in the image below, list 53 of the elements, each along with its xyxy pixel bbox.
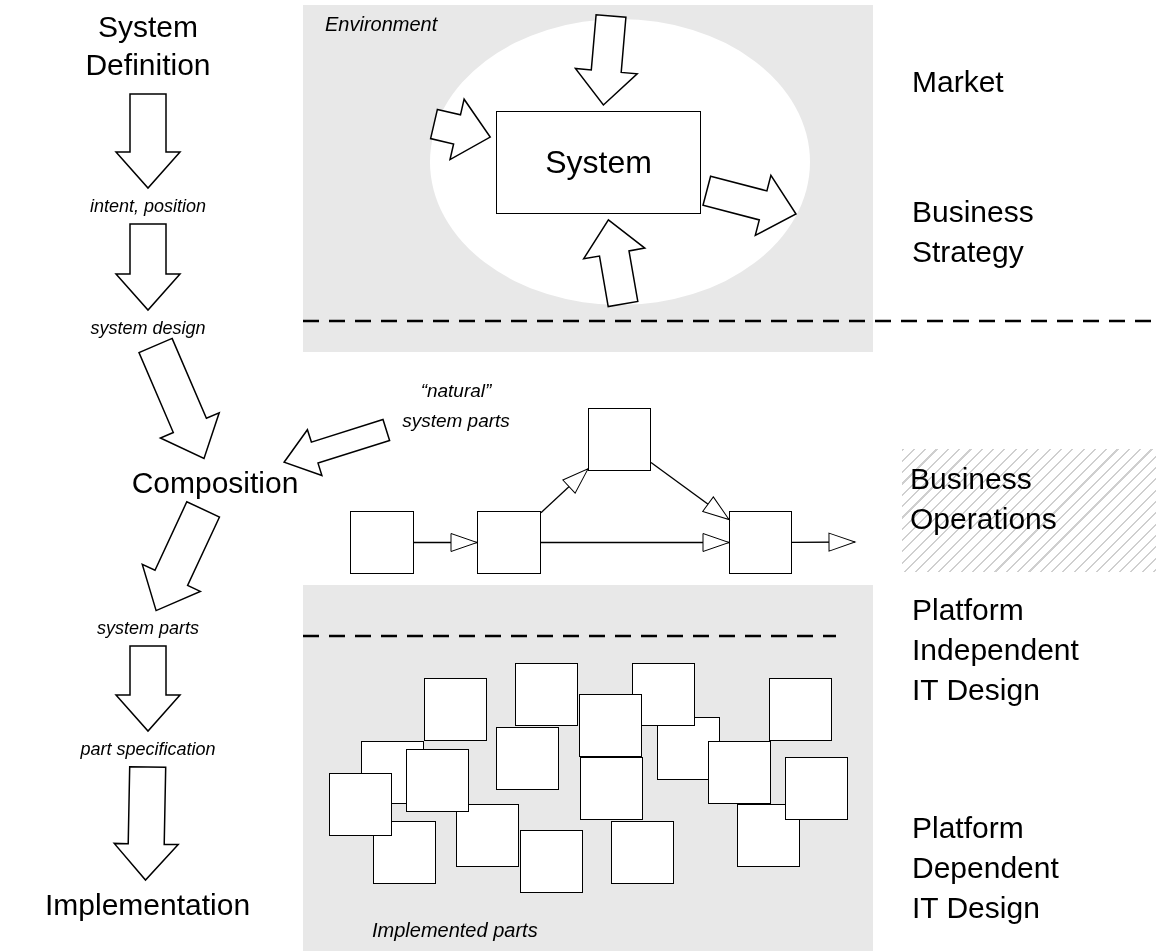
layer-label: Platform Independent IT Design — [912, 592, 1080, 708]
block-arrow — [573, 13, 639, 107]
part-box — [373, 821, 436, 884]
annotation-label: “natural” system parts — [392, 376, 520, 440]
part-box — [456, 804, 519, 867]
stage-label: System Definition — [58, 8, 238, 88]
block-arrow — [582, 218, 647, 308]
part-box — [611, 821, 674, 884]
part-box — [708, 741, 771, 804]
block-arrow — [114, 93, 182, 190]
arrow — [540, 533, 730, 552]
arrow — [540, 468, 589, 514]
implementation-panel — [303, 585, 873, 951]
block-arrow — [429, 97, 492, 162]
part-box — [424, 678, 487, 741]
part-box — [350, 511, 414, 574]
block-arrow — [138, 337, 221, 460]
part-box — [580, 757, 643, 820]
part-box — [477, 511, 541, 574]
block-arrow — [702, 173, 798, 237]
part-box — [769, 678, 832, 741]
layer-label: Platform Dependent IT Design — [912, 810, 1060, 926]
arrow — [791, 532, 856, 552]
layer-label: Business Operations — [910, 461, 1058, 537]
environment-panel — [303, 5, 873, 352]
stage-label: Composition — [125, 464, 305, 504]
part-box — [496, 727, 559, 790]
part-box — [329, 773, 392, 836]
part-box — [520, 830, 583, 893]
transition-label: system design — [85, 316, 211, 340]
block-arrow — [112, 765, 180, 882]
block-arrow — [282, 418, 391, 477]
panel-title: Implemented parts — [372, 919, 538, 942]
part-box — [729, 511, 792, 574]
part-box — [632, 663, 695, 726]
part-box — [588, 408, 651, 471]
part-box — [515, 663, 578, 726]
layer-label: Business Strategy — [912, 194, 1035, 270]
part-box — [785, 757, 848, 820]
system-box: System — [496, 111, 701, 214]
transition-label: intent, position — [70, 194, 226, 218]
layer-label: Market — [912, 64, 1005, 100]
arrow — [413, 533, 478, 552]
block-arrow — [114, 223, 182, 312]
panel-title: Environment — [325, 13, 438, 36]
transition-label: system parts — [88, 616, 208, 640]
block-arrow — [114, 645, 182, 733]
transition-label: part specification — [70, 737, 226, 761]
arrow — [650, 461, 730, 521]
part-box — [579, 694, 642, 757]
part-box — [406, 749, 469, 812]
part-box — [737, 804, 800, 867]
block-arrow — [141, 500, 221, 612]
